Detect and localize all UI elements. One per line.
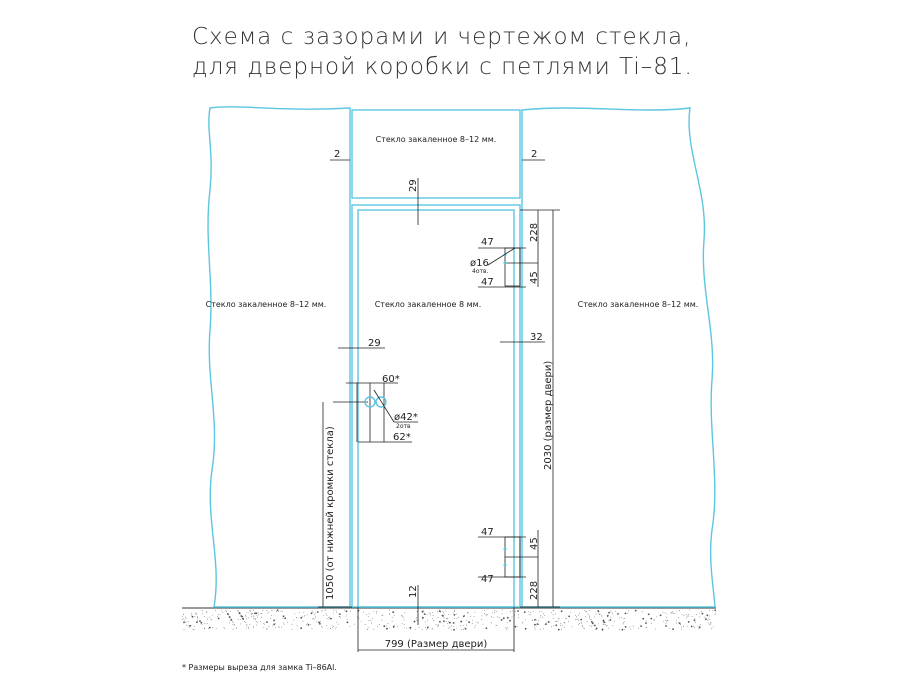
dim-hinge-bottom-w1: 47 bbox=[481, 527, 494, 538]
dim-lock-height: 1050 (от нижней кромки стекла) bbox=[325, 426, 336, 600]
dim-hinge-hole-count: 4отв. bbox=[472, 268, 489, 275]
right-glass-label: Стекло закаленное 8–12 мм. bbox=[578, 300, 699, 309]
dim-hinge-side-gap: 32 bbox=[530, 332, 543, 343]
left-glass-panel bbox=[207, 106, 351, 608]
dim-lock-hole: ø42* bbox=[394, 412, 418, 423]
footnote: * Размеры выреза для замка Ti–86Al. bbox=[182, 663, 337, 672]
title-line-1: Схема с зазорами и чертежом стекла, bbox=[192, 24, 692, 50]
dim-door-width: 799 (Размер двери) bbox=[385, 639, 488, 650]
bottom-hinge-cutout bbox=[478, 530, 539, 607]
lock-cutout bbox=[333, 382, 418, 443]
title-line-2: для дверной коробки с петлями Ti–81. bbox=[192, 54, 693, 80]
right-glass-panel bbox=[521, 107, 716, 608]
dim-lock-hole-count: 2отв bbox=[396, 423, 411, 430]
top-hinge-cutout bbox=[478, 209, 560, 288]
dim-hinge-top-w2: 47 bbox=[481, 277, 494, 288]
dim-hinge-hole: ø16 bbox=[470, 258, 489, 269]
dim-hinge-bottom-spacing: 45 bbox=[529, 537, 540, 550]
dim-gap-left: 2 bbox=[334, 149, 340, 160]
door-glass-panel bbox=[357, 209, 515, 608]
dim-transom-gap: 29 bbox=[408, 179, 419, 192]
dim-gap-right: 2 bbox=[531, 149, 537, 160]
dim-hinge-top-offset: 228 bbox=[529, 223, 540, 242]
dim-hinge-bottom-w2: 47 bbox=[481, 574, 494, 585]
dim-lock-side-gap: 29 bbox=[368, 338, 381, 349]
dim-hinge-bottom-offset: 228 bbox=[529, 581, 540, 600]
door-glass-label: Стекло закаленное 8 мм. bbox=[375, 300, 482, 309]
floor-hatch bbox=[181, 609, 717, 631]
dim-lock-w2: 62* bbox=[393, 432, 411, 443]
dim-hinge-top-spacing: 45 bbox=[529, 271, 540, 284]
drawing-title: Схема с зазорами и чертежом стекла, для … bbox=[192, 22, 693, 82]
transom-glass-label: Стекло закаленное 8–12 мм. bbox=[376, 135, 497, 144]
dim-door-height: 2030 (размер двери) bbox=[543, 361, 554, 470]
dim-floor-gap: 12 bbox=[408, 585, 419, 598]
dim-hinge-top-w1: 47 bbox=[481, 237, 494, 248]
transom-glass-panel bbox=[351, 109, 521, 199]
dim-lock-w1: 60* bbox=[382, 374, 400, 385]
left-glass-label: Стекло закаленное 8–12 мм. bbox=[206, 300, 327, 309]
